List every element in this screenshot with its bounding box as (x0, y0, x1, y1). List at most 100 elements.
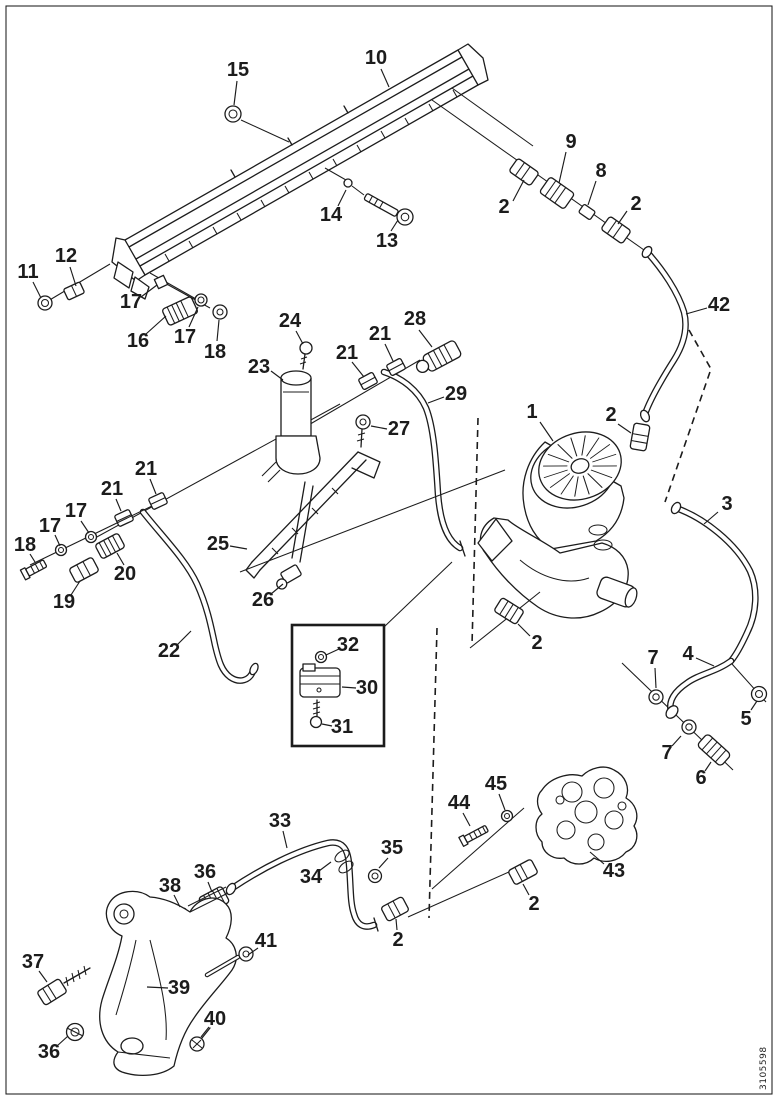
leader-line (703, 511, 719, 525)
leader-line (173, 894, 181, 908)
part-number-label: 2 (498, 196, 509, 218)
leader-line (229, 545, 248, 550)
leader-line (351, 361, 365, 378)
coupler-12 (63, 281, 85, 301)
part-number-label: 2 (605, 404, 616, 426)
part-number-label: 7 (647, 647, 658, 669)
part-number-label: 42 (708, 294, 730, 316)
leader-line (115, 498, 122, 512)
stud-13 (363, 193, 414, 226)
hose-3 (670, 501, 759, 665)
clamp-30 (299, 663, 341, 698)
leader-line (295, 330, 304, 345)
leader-line (587, 180, 597, 206)
nut-17b (194, 293, 208, 307)
clamp-21a (358, 372, 378, 390)
leader-line (38, 970, 48, 983)
leader-line (145, 315, 167, 335)
part-number-label: 43 (603, 860, 625, 882)
part-number-label: 9 (565, 131, 576, 153)
leader-line (390, 219, 399, 232)
part-number-label: 27 (388, 418, 410, 440)
part-number-label: 32 (337, 634, 359, 656)
leader-line (149, 478, 157, 495)
leader-line (539, 421, 554, 442)
rail-right-cap (457, 43, 489, 86)
part-number-label: 37 (22, 951, 44, 973)
bracket-39 (99, 886, 237, 1077)
part-number-label: 21 (101, 478, 123, 500)
part-number-label: 22 (158, 640, 180, 662)
hose-33 (225, 839, 379, 932)
nut-32 (314, 650, 328, 664)
leader-line (207, 881, 213, 893)
part-number-label: 29 (445, 383, 467, 405)
part-number-label: 40 (204, 1008, 226, 1030)
part-number-label: 31 (331, 716, 353, 738)
part-number-label: 44 (448, 792, 471, 814)
leader-line (216, 319, 220, 342)
figure-border (5, 5, 773, 1095)
leader-line (617, 423, 632, 434)
part-number-label: 2 (630, 193, 641, 215)
leader-line (247, 947, 259, 956)
part-number-label: 16 (127, 330, 149, 352)
part-number-label: 30 (356, 677, 378, 699)
nut-7b (681, 719, 697, 735)
rail-left-cap (111, 237, 146, 282)
part-number-label: 13 (376, 230, 398, 252)
part-number-label: 11 (17, 261, 38, 283)
nut-15 (224, 105, 242, 123)
part-number-label: 7 (661, 742, 672, 764)
part-number-label: 19 (53, 591, 75, 613)
leader-line (176, 630, 192, 646)
ring-18a (212, 304, 228, 320)
screw-14 (343, 178, 365, 196)
leader-line (750, 700, 758, 711)
leader-line (70, 580, 81, 596)
part-number-label: 21 (135, 458, 157, 480)
rail-hatching (140, 89, 458, 276)
coupler-19 (69, 557, 99, 583)
rod-41 (204, 946, 254, 978)
leader-line (270, 370, 284, 381)
part-number-label: 18 (14, 534, 36, 556)
part-number-label: 14 (320, 204, 343, 226)
part-number-label: 17 (174, 326, 196, 348)
leader-line (704, 761, 712, 772)
part-number-label: 33 (269, 810, 291, 832)
screw-31 (309, 699, 323, 729)
manifold-43 (535, 766, 638, 865)
hose-42 (639, 245, 689, 423)
fitting-9 (539, 177, 575, 209)
part-number-label: 21 (336, 342, 358, 364)
part-number-label: 17 (120, 291, 142, 313)
leader-line (617, 210, 628, 225)
fitting-2c (494, 597, 524, 625)
fitting-26 (276, 564, 302, 590)
part-number-label: 8 (595, 160, 606, 182)
part-number-label: 18 (204, 341, 226, 363)
nut-17c (84, 530, 98, 544)
part-number-label: 36 (38, 1041, 60, 1063)
coupling-20 (95, 533, 125, 559)
spring-fitting-28 (415, 340, 462, 373)
part-number-label: 41 (255, 930, 277, 952)
fitting-16 (162, 296, 198, 326)
figure-code: 3105598 (759, 1046, 769, 1090)
nut-36b (65, 1022, 85, 1042)
leader-line (370, 425, 388, 430)
leader-line (325, 648, 340, 656)
part-number-label: 6 (695, 767, 706, 789)
fitting-8 (578, 204, 596, 220)
part-number-label: 24 (279, 310, 302, 332)
part-number-label: 15 (227, 59, 249, 81)
screw-24 (299, 341, 313, 370)
leader-line (558, 151, 567, 184)
bolt-40 (189, 1027, 211, 1052)
bracket-25 (239, 451, 506, 579)
clamp-21b (386, 358, 406, 376)
part-number-label: 21 (369, 323, 391, 345)
